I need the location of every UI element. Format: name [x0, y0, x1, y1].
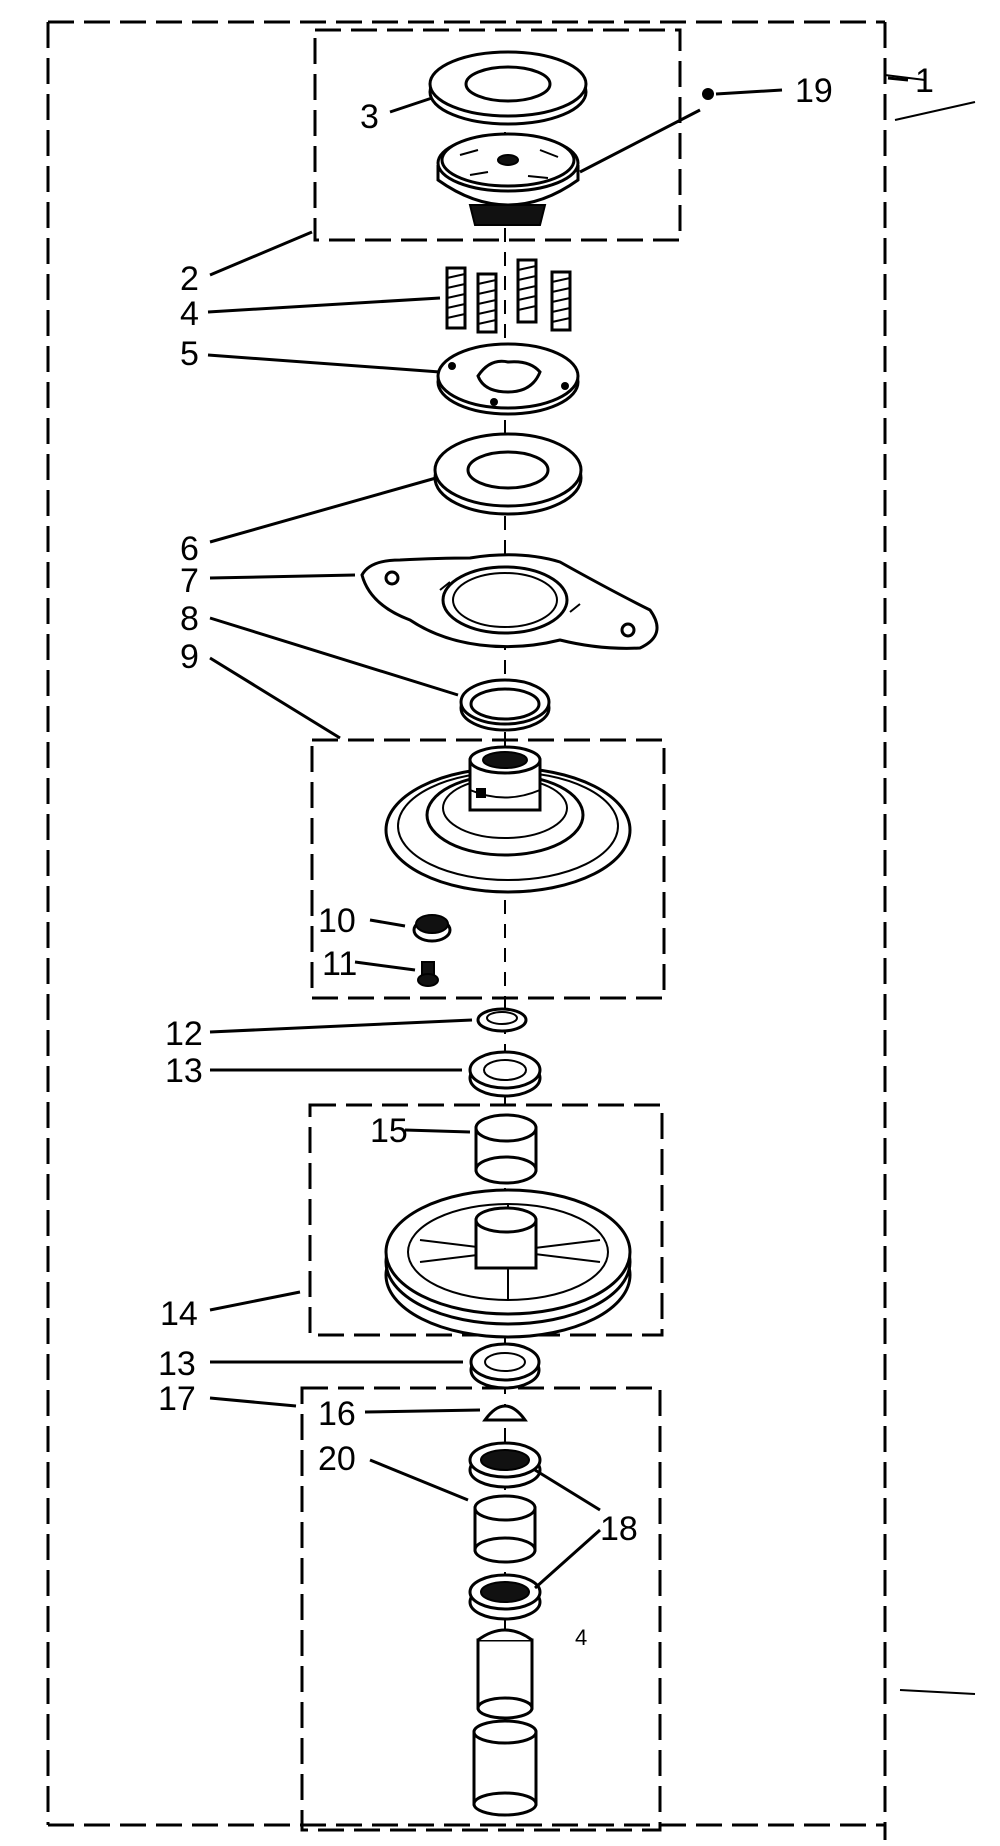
label-part-11: 11 [322, 945, 357, 983]
part-3-washer [428, 50, 588, 126]
part-6-ring [433, 432, 583, 516]
label-part-5: 5 [180, 335, 199, 373]
label-part-2: 2 [180, 260, 199, 298]
label-part-12: 12 [165, 1015, 203, 1053]
part-19-pin [702, 88, 714, 100]
leader-lines [207, 76, 909, 1590]
label-part-9: 9 [180, 638, 199, 676]
label-part-1: 1 [915, 62, 934, 100]
part-13-washer-lower [469, 1342, 541, 1390]
label-part-3: 3 [360, 98, 379, 136]
group-box-17 [300, 1386, 662, 1832]
frame-edge-mark [894, 101, 976, 1695]
label-part-20: 20 [318, 1440, 356, 1478]
label-part-16: 16 [318, 1395, 356, 1433]
label-part-8: 8 [180, 600, 199, 638]
part-15-bushing [474, 1113, 538, 1185]
part-5-plate [436, 342, 580, 416]
label-part-19: 19 [795, 72, 833, 110]
part-10-plug [412, 914, 452, 943]
label-part-4-springs: 4 [180, 295, 199, 333]
label-part-6: 6 [180, 530, 199, 568]
label-part-13-upper: 13 [165, 1052, 203, 1090]
part-16-cap [482, 1404, 528, 1422]
part-20-sleeve [473, 1494, 537, 1564]
part-4-springs [445, 258, 572, 334]
outer-frame-tick [884, 74, 926, 81]
part-18-bearing-upper [468, 1441, 542, 1489]
outer-assembly-frame [46, 20, 887, 1840]
part-8-ring [459, 678, 551, 732]
part-18-bearing-lower [468, 1573, 542, 1621]
label-part-10: 10 [318, 902, 356, 940]
label-part-17: 17 [158, 1380, 196, 1418]
group-box-2 [313, 28, 682, 242]
label-part-7: 7 [180, 562, 199, 600]
part-9-housing [384, 745, 632, 894]
label-part-4-lower: 4 [575, 1625, 587, 1650]
lower-shaft-piece [476, 1628, 534, 1720]
label-part-13-lower: 13 [158, 1345, 196, 1383]
label-part-15: 15 [370, 1112, 408, 1150]
label-part-18: 18 [600, 1510, 638, 1548]
part-12-ring [476, 1007, 528, 1033]
lower-base-cylinder [472, 1719, 538, 1817]
group-box-9 [310, 738, 666, 1000]
part-13-washer-upper [468, 1050, 542, 1098]
part-11-screw [417, 961, 439, 987]
part-7-flange [360, 553, 659, 650]
label-part-14: 14 [160, 1295, 198, 1333]
part-2-hub [436, 132, 580, 226]
part-14-pulley [384, 1188, 632, 1339]
